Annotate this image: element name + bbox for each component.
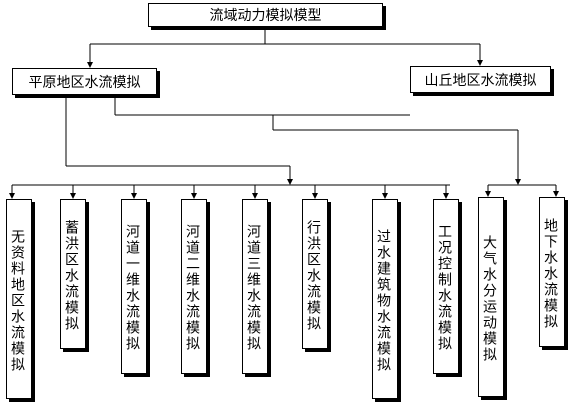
arrowhead [515,179,521,185]
arrowhead [553,191,559,197]
root-box: 流域动力模拟模型 [148,3,383,27]
hill-region-label: 山丘地区水流模拟 [424,72,537,89]
hill-region-box: 山丘地区水流模拟 [410,66,551,93]
plain-region-label: 平原地区水流模拟 [28,74,141,91]
arrowhead [131,193,137,199]
arrowhead [477,60,483,66]
arrowhead [191,193,197,199]
arrowhead [252,193,258,199]
child-box-river-3d: 河道三维水流模拟 [242,199,268,374]
arrowhead [312,193,318,199]
arrowhead [70,193,76,199]
arrowhead [485,191,491,197]
arrowhead [9,193,15,199]
root-label: 流域动力模拟模型 [209,8,322,24]
plain-region-box: 平原地区水流模拟 [12,68,157,95]
child-box-groundwater: 地下水水流模拟 [539,197,565,347]
child-box-atmospheric-water: 大气水分运动模拟 [478,197,504,397]
arrowhead [382,193,388,199]
child-box-operating-control: 工况控制水流模拟 [433,199,459,374]
child-box-river-1d: 河道一维水流模拟 [121,199,147,374]
child-box-river-2d: 河道二维水流模拟 [181,199,207,374]
child-box-hydraulic-structure: 过水建筑物水流模拟 [372,199,398,399]
arrowhead [287,179,293,185]
arrowhead [87,62,93,68]
arrowhead [443,193,449,199]
child-box-flood-way: 行洪区水流模拟 [302,199,328,349]
child-box-no-data-area: 无资料地区水流模拟 [6,199,32,399]
child-box-storage-area: 蓄洪区水流模拟 [60,199,86,349]
